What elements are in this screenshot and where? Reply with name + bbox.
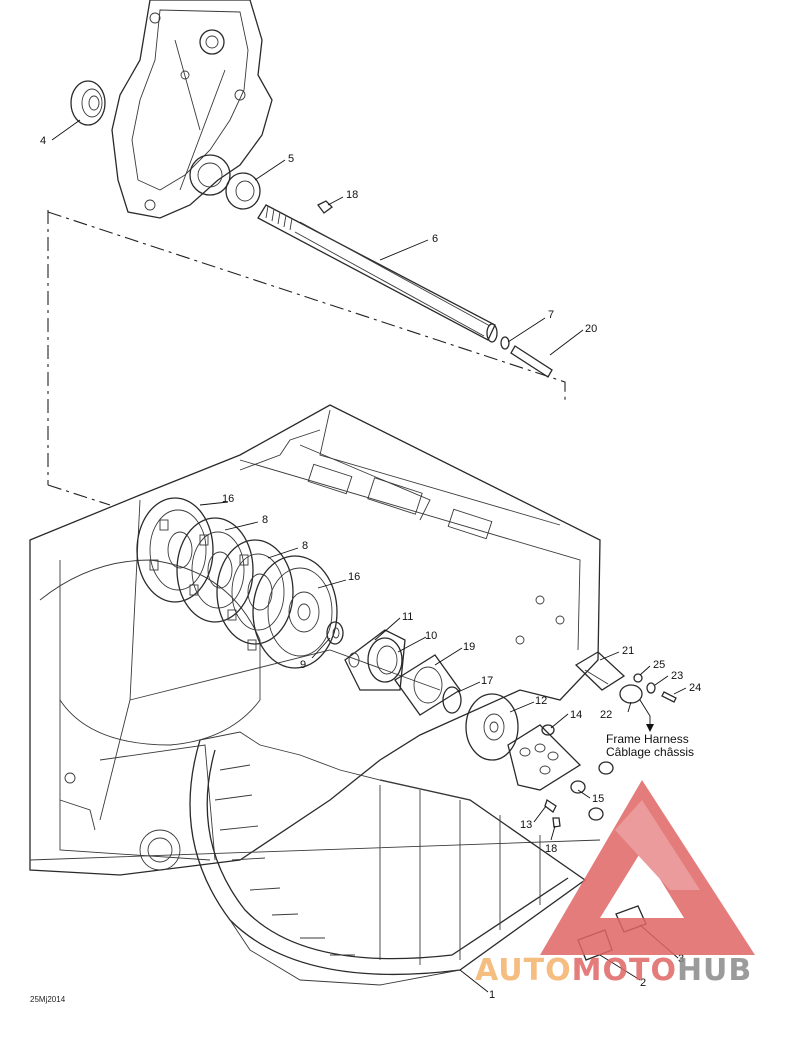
part-label-14: 14 [570, 709, 582, 721]
frame-harness-label-en: Frame Harness [606, 732, 689, 746]
leader-lines [51, 119, 687, 993]
part-label-15: 15 [592, 793, 604, 805]
part-label-13: 13 [520, 819, 532, 831]
part-label-7: 7 [548, 309, 554, 321]
clip-part-18-top [317, 200, 333, 214]
harness-arrowhead [646, 724, 654, 732]
part-label-18-top: 18 [346, 189, 358, 201]
bolt-part-13 [544, 798, 557, 813]
drive-shaft-part-6 [257, 204, 498, 343]
sensor-part-21 [574, 651, 626, 691]
part-label-22: 22 [600, 709, 612, 721]
logo-text: AUTOMOTOHUB [475, 953, 752, 988]
part-label-18-bottom: 18 [545, 843, 557, 855]
part-label-19: 19 [463, 641, 475, 653]
part-label-8-b: 8 [302, 540, 308, 552]
washer-part-7 [500, 336, 510, 350]
part-label-17: 17 [481, 675, 493, 687]
sprocket-part-16-front [252, 555, 338, 669]
part-label-3: 3 [678, 953, 684, 965]
part-label-9: 9 [300, 659, 306, 671]
bearing-part-10 [367, 637, 403, 683]
part-label-1: 1 [489, 989, 495, 1001]
part-label-23: 23 [671, 670, 683, 682]
sprocket-part-8-a [176, 517, 254, 623]
part-labels: 4 5 18 6 7 20 16 8 8 16 9 11 10 19 17 12… [40, 135, 701, 1001]
bracket-part-11 [344, 629, 406, 691]
drive-disc-part-12 [465, 693, 519, 761]
part-label-16-rear: 16 [222, 493, 234, 505]
track-part-1 [189, 731, 587, 986]
frame-harness-label-fr: Câblage châssis [606, 745, 694, 759]
flange-part-19 [394, 654, 461, 716]
part-label-21: 21 [622, 645, 634, 657]
chassis-frame [29, 404, 601, 876]
sprocket-teeth [149, 519, 257, 651]
spacer-part-9 [326, 621, 344, 645]
clip-part-18-bottom [552, 817, 561, 828]
part-label-12: 12 [535, 695, 547, 707]
pin-part-20 [510, 345, 553, 378]
part-label-6: 6 [432, 233, 438, 245]
mount-plate [507, 724, 582, 791]
harness-arrow [639, 699, 651, 728]
part-label-24: 24 [689, 682, 701, 694]
nut-part-15 [570, 761, 614, 821]
part-label-10: 10 [425, 630, 437, 642]
sprocket-part-16-rear [136, 497, 214, 603]
part-label-4: 4 [40, 135, 46, 147]
part-label-25: 25 [653, 659, 665, 671]
drawing-code: 25Mj2014 [30, 995, 66, 1004]
logo-triangle-inner [615, 800, 700, 890]
part-label-5: 5 [288, 153, 294, 165]
nut-part-14 [541, 724, 555, 736]
part-label-8-a: 8 [262, 514, 268, 526]
automotohub-logo: AUTOMOTOHUB [475, 780, 755, 988]
grommet-part-23 [646, 682, 656, 694]
part-label-20: 20 [585, 323, 597, 335]
clip-part-25 [633, 673, 643, 683]
connector-part-22 [619, 684, 643, 704]
ring-part-17 [442, 686, 462, 714]
part-label-2: 2 [640, 977, 646, 989]
bearing-part-4 [70, 80, 106, 126]
sprocket-part-8-b [216, 539, 294, 645]
gear-case-housing [111, 0, 273, 219]
part-label-16-front: 16 [348, 571, 360, 583]
part-label-11: 11 [402, 611, 413, 623]
logo-triangle-mark [540, 780, 755, 955]
seal-part-5 [225, 172, 261, 210]
assembly-dash-line [47, 210, 566, 506]
screw-part-24 [661, 691, 677, 703]
